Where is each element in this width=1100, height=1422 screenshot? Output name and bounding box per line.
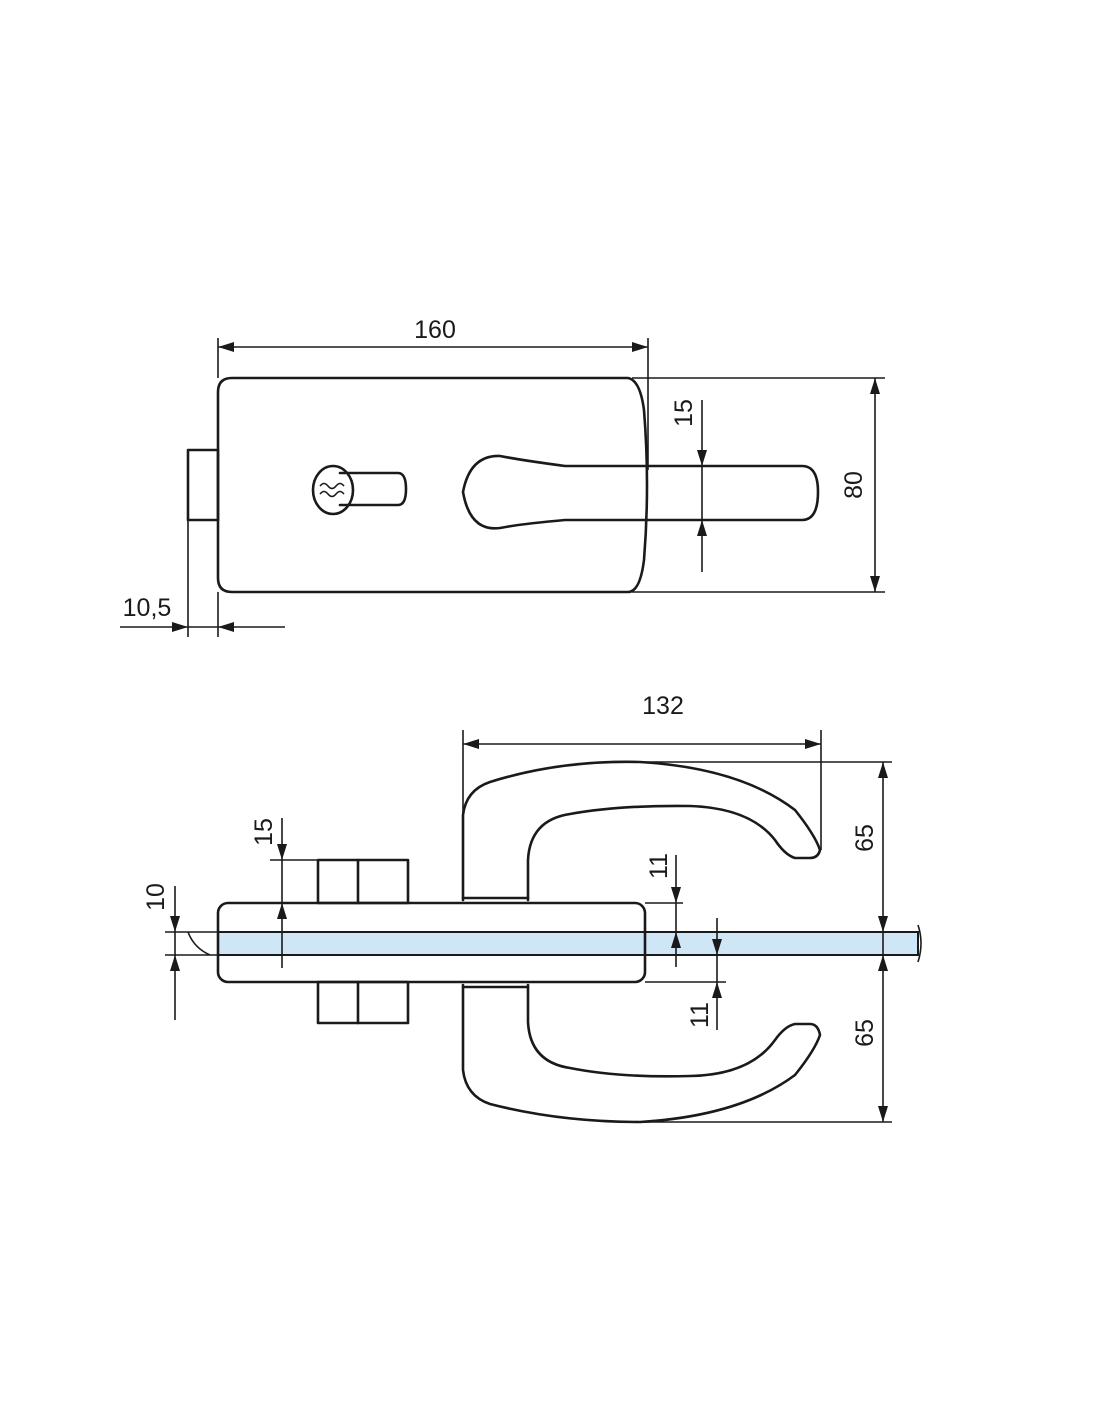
dim-label-80: 80 <box>840 471 868 499</box>
dimension-plate-bottom: 11 <box>645 918 726 1030</box>
spindle-blocks <box>316 858 410 1025</box>
dimension-plate-top: 11 <box>645 853 683 967</box>
latch-block <box>186 448 220 522</box>
dimension-handle-height: 65 65 <box>640 761 892 1123</box>
dimension-height: 80 <box>632 377 885 593</box>
dim-label-11-top: 11 <box>645 853 673 879</box>
dimension-offset: 10,5 <box>120 520 285 637</box>
dim-label-10: 10 <box>142 883 170 911</box>
dimension-block: 15 <box>250 818 318 968</box>
side-view: 132 65 65 15 10 <box>142 692 922 1124</box>
dimension-width: 160 <box>217 316 649 470</box>
dim-label-15: 15 <box>670 399 698 427</box>
dim-label-160: 160 <box>414 316 456 344</box>
dim-label-15-side: 15 <box>250 818 278 846</box>
handle-top <box>461 760 822 902</box>
handle-bottom <box>461 983 822 1124</box>
dimension-handle-reach: 132 <box>462 692 822 900</box>
dim-label-10-5: 10,5 <box>123 594 172 622</box>
lock-plate <box>216 376 649 594</box>
dim-label-11-bottom: 11 <box>686 1002 714 1028</box>
front-view: 160 80 15 10,5 <box>120 316 885 637</box>
dim-label-65-top: 65 <box>851 824 879 852</box>
dimension-glass: 10 <box>142 883 218 1020</box>
dimension-handle: 15 <box>670 399 707 572</box>
glass-pane <box>217 931 919 956</box>
dim-label-132: 132 <box>642 692 684 720</box>
lever-handle <box>461 454 820 530</box>
key-cylinder <box>311 464 408 516</box>
lock-body <box>216 901 647 984</box>
dim-label-65-bottom: 65 <box>851 1019 879 1047</box>
